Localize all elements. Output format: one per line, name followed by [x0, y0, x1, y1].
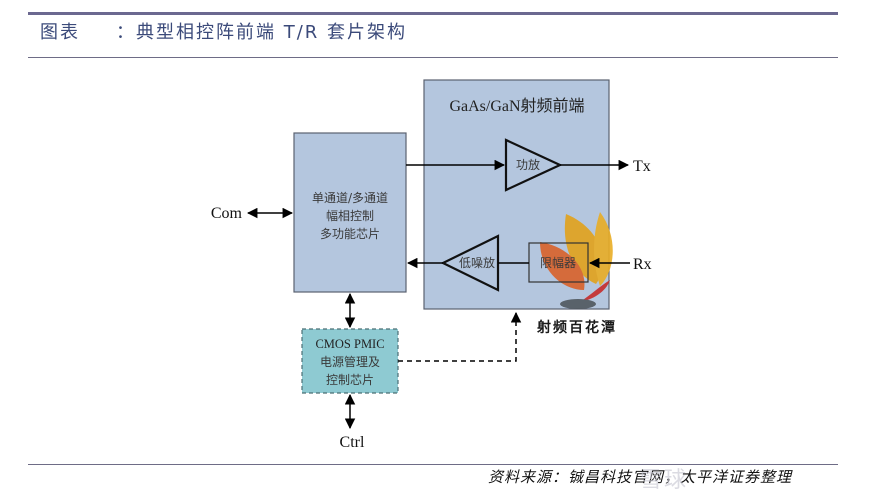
pmic-chip-line-2: 电源管理及 — [320, 354, 380, 369]
control-chip-line-1: 单通道/多通道 — [312, 191, 388, 205]
footer-rule — [28, 464, 838, 465]
control-chip-box — [293, 132, 407, 293]
lna-label: 低噪放 — [459, 255, 495, 270]
pmic-to-rf-dashed-link — [398, 311, 522, 362]
source-note: 资料来源：铖昌科技官网，太平洋证券整理 — [488, 468, 793, 486]
header-top-rule — [28, 12, 838, 15]
logo-text: 射频百花潭 — [536, 319, 617, 336]
figure-label: 图表 — [40, 22, 80, 43]
control-chip-line-3: 多功能芯片 — [320, 227, 380, 241]
title-separator: ： — [116, 22, 136, 43]
figure-title: 图表 ：典型相控阵前端 T/R 套片架构 — [40, 18, 407, 44]
rx-port-label: Rx — [633, 256, 652, 273]
pmic-chip-line-1: CMOS PMIC — [315, 337, 384, 351]
rf-frontend-title: GaAs/GaN射频前端 — [449, 97, 584, 115]
header-bottom-rule — [28, 57, 838, 58]
com-port-label: Com — [211, 205, 243, 222]
power-amplifier-symbol — [504, 138, 563, 192]
ctrl-port-label: Ctrl — [340, 434, 365, 451]
control-chip-line-2: 幅相控制 — [326, 208, 374, 223]
power-amplifier-label: 功放 — [516, 157, 540, 172]
limiter-label: 限幅器 — [540, 255, 576, 270]
figure-title-text: 典型相控阵前端 T/R 套片架构 — [136, 22, 408, 43]
tx-port-label: Tx — [633, 158, 651, 175]
watermark: 雪球 — [640, 468, 689, 493]
pmic-chip-box — [301, 328, 399, 394]
pmic-chip-line-3: 控制芯片 — [326, 373, 374, 387]
